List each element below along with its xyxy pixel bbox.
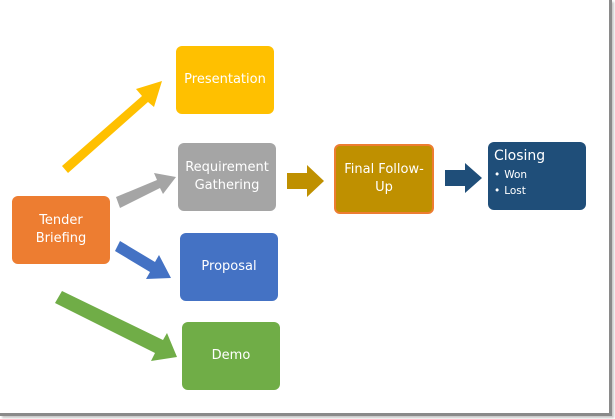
node-tender-briefing[interactable]: Tender Briefing <box>12 196 110 264</box>
node-presentation[interactable]: Presentation <box>176 46 274 114</box>
closing-title: Closing <box>494 148 546 164</box>
node-requirement-gathering[interactable]: Requirement Gathering <box>178 143 276 211</box>
node-label: Tender Briefing <box>35 213 87 246</box>
node-label: Requirement Gathering <box>185 160 269 193</box>
arrow-to-closing <box>445 163 482 193</box>
closing-outcomes-list: Won Lost <box>494 167 527 199</box>
node-proposal[interactable]: Proposal <box>180 233 278 301</box>
arrow-to-requirement-gathering <box>116 173 176 208</box>
node-label: Demo <box>211 348 251 363</box>
node-demo[interactable]: Demo <box>182 322 280 390</box>
node-label: Presentation <box>184 72 266 87</box>
closing-outcome-lost: Lost <box>494 183 527 199</box>
arrow-to-proposal <box>115 241 171 279</box>
arrow-to-final-follow-up <box>287 165 324 197</box>
node-label: Proposal <box>201 259 257 274</box>
arrow-to-presentation <box>62 81 162 173</box>
node-label: Final Follow-Up <box>344 162 424 195</box>
node-final-follow-up[interactable]: Final Follow-Up <box>334 144 434 214</box>
arrow-to-demo <box>55 291 177 361</box>
node-closing[interactable]: Closing Won Lost <box>488 142 586 210</box>
closing-outcome-won: Won <box>494 167 527 183</box>
